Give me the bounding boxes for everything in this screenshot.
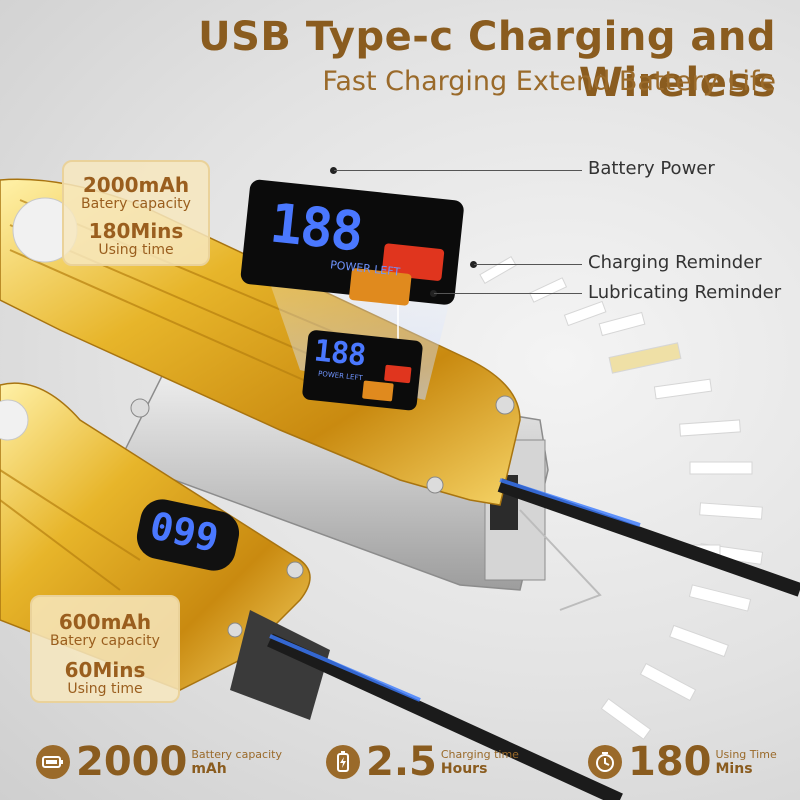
- stat-value: 2.5: [366, 739, 437, 785]
- lubricating-indicator: [349, 268, 412, 306]
- headline: USB Type-c Charging and Wireless: [198, 14, 776, 106]
- button-small: [0, 399, 29, 441]
- spec-time: 180Mins: [88, 219, 184, 243]
- charging-indicator: [381, 243, 445, 281]
- stat-label: Battery capacity: [191, 747, 282, 761]
- stat-charging: 2.5 Charging time Hours: [326, 740, 519, 784]
- callout-dot: [430, 290, 437, 297]
- stat-value: 180: [628, 739, 712, 785]
- screw: [286, 561, 304, 579]
- callout-dot: [330, 167, 337, 174]
- lcd-medium: [302, 330, 423, 411]
- screw: [426, 476, 444, 494]
- lcd-large-digits: 188: [266, 191, 365, 264]
- callout-line: [474, 264, 582, 265]
- stat-unit: Mins: [715, 760, 753, 777]
- battery-icon: [36, 745, 70, 779]
- timer-icon: [588, 745, 622, 779]
- spec-card-large: 2000mAh Batery capacity 180Mins Using ti…: [62, 160, 210, 266]
- screw: [227, 622, 243, 638]
- stat-unit: Hours: [440, 760, 488, 777]
- spec-capacity: 2000mAh: [82, 173, 190, 197]
- callout-dot: [470, 261, 477, 268]
- spec-capacity: 600mAh: [58, 610, 152, 634]
- clipper-body-small: [230, 610, 330, 720]
- screw: [495, 395, 515, 415]
- callout-charging-reminder: Charging Reminder: [588, 252, 762, 273]
- stat-usage: 180 Using Time Mins: [588, 740, 777, 784]
- callout-line: [334, 170, 582, 171]
- callout-battery-power: Battery Power: [588, 158, 715, 179]
- subheadline: Fast Charging Extend Battery Life: [322, 66, 776, 97]
- stat-unit: mAh: [191, 760, 227, 777]
- stat-label: Using Time: [715, 747, 777, 761]
- usb-cables: [267, 478, 800, 800]
- spec-capacity-label: Batery capacity: [50, 633, 160, 649]
- lcd-medium-digits: 188: [312, 333, 367, 374]
- dial-ticks: [479, 255, 764, 740]
- stat-value: 2000: [76, 739, 188, 785]
- callout-lubricating-reminder: Lubricating Reminder: [588, 282, 782, 303]
- spec-time-label: Using time: [98, 242, 174, 258]
- screw: [130, 398, 150, 418]
- spec-time-label: Using time: [67, 681, 143, 697]
- stat-battery: 2000 Battery capacity mAh: [36, 740, 282, 784]
- spec-time: 60Mins: [64, 658, 146, 682]
- stat-label: Charging time: [440, 747, 519, 761]
- spec-card-small: 600mAh Batery capacity 60Mins Using time: [30, 595, 180, 703]
- spec-capacity-label: Batery capacity: [81, 196, 191, 212]
- callout-line: [434, 293, 582, 294]
- charging-icon: [326, 745, 360, 779]
- lcd-small: [136, 499, 240, 571]
- lcd-large: [240, 179, 464, 306]
